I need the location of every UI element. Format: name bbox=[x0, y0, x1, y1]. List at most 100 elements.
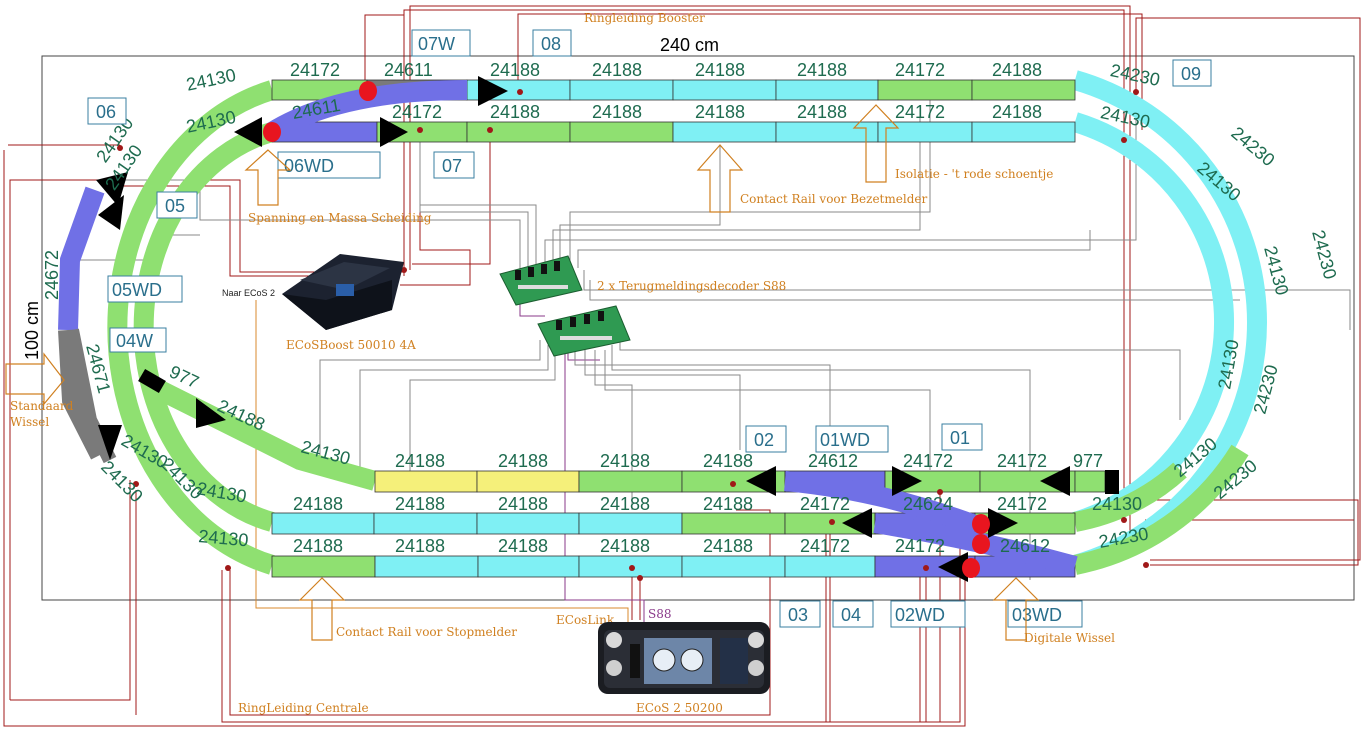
svg-text:24188: 24188 bbox=[992, 102, 1042, 122]
svg-text:02: 02 bbox=[754, 430, 774, 450]
svg-text:24188: 24188 bbox=[293, 494, 343, 514]
ecosboost-device bbox=[282, 254, 404, 330]
arrow-right-icon bbox=[380, 117, 408, 147]
s88-decoder-1 bbox=[499, 255, 583, 306]
svg-text:24612: 24612 bbox=[808, 451, 858, 471]
ecoslink-wire bbox=[255, 300, 629, 625]
svg-text:24188: 24188 bbox=[395, 451, 445, 471]
svg-text:Standaard: Standaard bbox=[10, 399, 74, 413]
svg-text:24172: 24172 bbox=[895, 102, 945, 122]
svg-text:24188: 24188 bbox=[695, 60, 745, 80]
svg-text:24130: 24130 bbox=[1092, 494, 1142, 514]
svg-text:Contact Rail voor Stopmelder: Contact Rail voor Stopmelder bbox=[336, 625, 517, 639]
svg-text:24172: 24172 bbox=[800, 536, 850, 556]
svg-text:ECoS 2 50200: ECoS 2 50200 bbox=[636, 701, 723, 715]
buffer-stop-left bbox=[138, 368, 166, 394]
track-curve-right-inner-green bbox=[1073, 462, 1187, 532]
svg-text:24188: 24188 bbox=[600, 536, 650, 556]
svg-text:24188: 24188 bbox=[703, 451, 753, 471]
svg-text:24188: 24188 bbox=[490, 102, 540, 122]
svg-text:24172: 24172 bbox=[290, 60, 340, 80]
arrow-down-icon bbox=[98, 195, 124, 230]
arrow-left-icon bbox=[842, 508, 872, 538]
svg-text:02WD: 02WD bbox=[895, 605, 945, 625]
svg-text:07W: 07W bbox=[418, 34, 455, 54]
svg-text:24130: 24130 bbox=[97, 457, 147, 507]
wire-points bbox=[117, 89, 1149, 581]
svg-text:04W: 04W bbox=[116, 331, 153, 351]
ecos-central-device bbox=[598, 622, 770, 694]
direction-arrows bbox=[96, 76, 1070, 582]
svg-text:24188: 24188 bbox=[293, 536, 343, 556]
svg-text:RingLeiding Centrale: RingLeiding Centrale bbox=[238, 701, 369, 715]
block-labels: 06 07W 08 09 06WD 07 05 05WD 04W 02 01WD… bbox=[87, 29, 1212, 628]
track-left-gray-2 bbox=[65, 328, 117, 464]
track-switch-top bbox=[266, 80, 468, 141]
track-left-blue bbox=[58, 186, 105, 331]
svg-text:03WD: 03WD bbox=[1012, 605, 1062, 625]
annotation-texts: Ringleiding Booster Isolatie - 't rode s… bbox=[10, 11, 1115, 715]
svg-text:24188: 24188 bbox=[600, 451, 650, 471]
svg-text:01WD: 01WD bbox=[820, 430, 870, 450]
baseboard bbox=[41, 55, 1355, 601]
svg-text:Ringleiding Booster: Ringleiding Booster bbox=[584, 11, 705, 25]
arrow-right-icon bbox=[988, 508, 1018, 538]
svg-text:24188: 24188 bbox=[797, 102, 847, 122]
svg-text:24188: 24188 bbox=[498, 494, 548, 514]
arrow-down-icon bbox=[96, 172, 128, 206]
track-switch-bottom-1 bbox=[784, 471, 979, 535]
svg-text:24188: 24188 bbox=[490, 60, 540, 80]
svg-text:05WD: 05WD bbox=[112, 280, 162, 300]
svg-text:24188: 24188 bbox=[395, 536, 445, 556]
svg-text:24130: 24130 bbox=[1260, 244, 1292, 298]
svg-text:24611: 24611 bbox=[384, 60, 433, 80]
s88-decoder-2 bbox=[537, 305, 631, 357]
track-siding-ramp bbox=[145, 376, 378, 491]
svg-text:24172: 24172 bbox=[903, 451, 953, 471]
svg-text:24188: 24188 bbox=[600, 494, 650, 514]
arrow-right-icon bbox=[892, 466, 922, 496]
svg-text:24230: 24230 bbox=[1308, 228, 1340, 282]
svg-text:Spanning en Massa Scheiding: Spanning en Massa Scheiding bbox=[248, 211, 432, 225]
svg-text:Wissel: Wissel bbox=[10, 415, 49, 429]
svg-text:Naar ECoS 2: Naar ECoS 2 bbox=[222, 288, 275, 298]
svg-text:24188: 24188 bbox=[992, 60, 1042, 80]
arrow-left-icon bbox=[234, 117, 262, 147]
svg-text:2 x Terugmeldingsdecoder S88: 2 x Terugmeldingsdecoder S88 bbox=[597, 279, 786, 293]
svg-text:24188: 24188 bbox=[592, 102, 642, 122]
svg-text:24130: 24130 bbox=[184, 65, 237, 95]
svg-text:977: 977 bbox=[1073, 451, 1103, 471]
width-dimension: 240 cm bbox=[660, 35, 719, 55]
svg-text:24230: 24230 bbox=[1227, 123, 1278, 171]
svg-text:24672: 24672 bbox=[42, 250, 62, 300]
height-dimension: 100 cm bbox=[22, 301, 42, 360]
arrow-left-icon bbox=[746, 466, 776, 496]
arrow-down-right-icon bbox=[196, 398, 226, 428]
svg-text:24130: 24130 bbox=[198, 526, 250, 550]
track-siding bbox=[374, 470, 1106, 493]
arrow-left-icon bbox=[1040, 466, 1070, 496]
svg-text:Isolatie - 't rode schoentje: Isolatie - 't rode schoentje bbox=[895, 167, 1053, 181]
svg-text:S88: S88 bbox=[648, 607, 672, 621]
svg-text:24172: 24172 bbox=[800, 494, 850, 514]
svg-text:01: 01 bbox=[950, 428, 970, 448]
callout-arrows bbox=[5, 104, 1040, 641]
svg-text:24612: 24612 bbox=[1000, 536, 1050, 556]
svg-text:24172: 24172 bbox=[392, 102, 442, 122]
svg-text:24172: 24172 bbox=[997, 494, 1047, 514]
svg-text:ECosLink: ECosLink bbox=[556, 613, 615, 627]
svg-text:Digitale Wissel: Digitale Wissel bbox=[1024, 631, 1115, 645]
svg-text:24188: 24188 bbox=[703, 494, 753, 514]
svg-text:24188: 24188 bbox=[592, 60, 642, 80]
svg-text:24624: 24624 bbox=[903, 494, 953, 514]
track-curve-left-inner bbox=[133, 122, 275, 532]
svg-text:24172: 24172 bbox=[895, 60, 945, 80]
arrow-up-icon bbox=[98, 425, 122, 460]
sensor-wires bbox=[60, 100, 1351, 580]
svg-text:04: 04 bbox=[841, 605, 861, 625]
arrow-right-icon bbox=[478, 76, 508, 106]
track-curve-right-outer-green bbox=[1073, 444, 1249, 575]
svg-text:07: 07 bbox=[442, 156, 462, 176]
svg-text:05: 05 bbox=[165, 196, 185, 216]
